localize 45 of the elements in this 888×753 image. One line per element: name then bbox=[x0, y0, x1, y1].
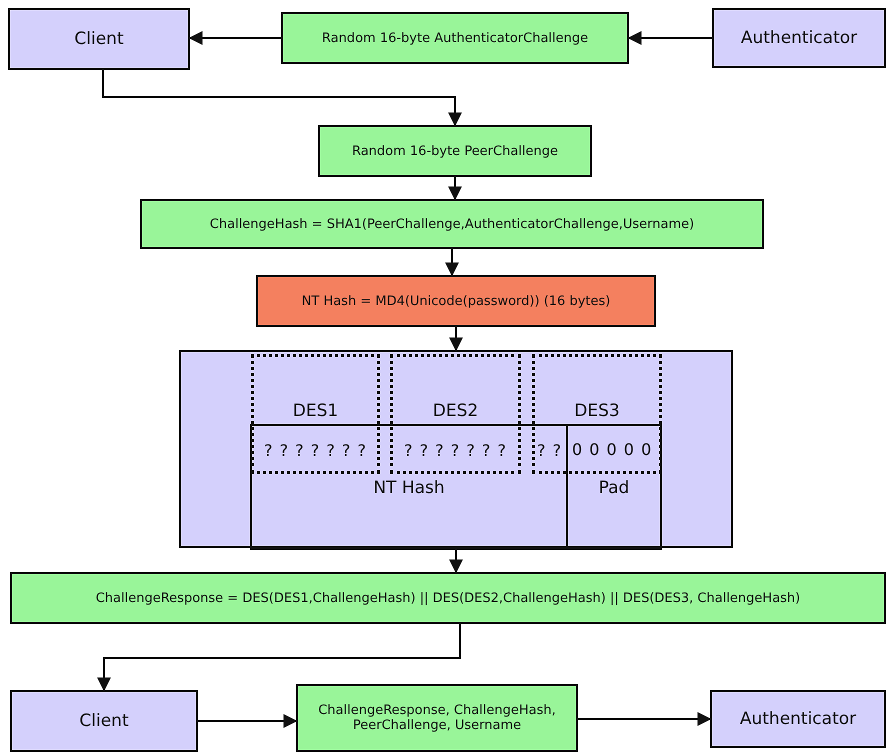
box-label: Authenticator bbox=[740, 28, 858, 48]
box-label: Client bbox=[79, 711, 129, 731]
byte-region-outline bbox=[566, 424, 662, 550]
byte-placeholders: ? ? ? ? ? ? ? bbox=[263, 441, 368, 460]
arrow bbox=[449, 327, 463, 352]
arrow bbox=[198, 714, 298, 728]
segment-label: DES3 bbox=[573, 401, 621, 421]
process-box bbox=[318, 125, 592, 177]
byte-region-outline bbox=[250, 424, 568, 550]
arrow bbox=[628, 31, 712, 45]
segment-label: DES2 bbox=[432, 401, 480, 421]
box-label: Random 16-byte PeerChallenge bbox=[352, 144, 558, 158]
box-label: NT Hash = MD4(Unicode(password)) (16 bytes) bbox=[302, 294, 610, 308]
arrow bbox=[102, 70, 462, 126]
arrow bbox=[448, 177, 462, 200]
region-label: NT Hash bbox=[372, 478, 446, 498]
arrow bbox=[188, 31, 281, 45]
hash-box bbox=[256, 275, 656, 327]
entity-box bbox=[10, 690, 198, 752]
key-segment-outline bbox=[390, 354, 521, 474]
segment-label: DES1 bbox=[292, 401, 340, 421]
box-label: Random 16-byte AuthenticatorChallenge bbox=[322, 30, 588, 46]
box-label: ChallengeHash = SHA1(PeerChallenge,AuthenticatorChallenge,Username) bbox=[210, 216, 694, 232]
process-box bbox=[10, 572, 886, 624]
box-label: Authenticator bbox=[740, 709, 856, 729]
byte-placeholders: ? ? bbox=[537, 441, 562, 460]
process-box bbox=[140, 199, 764, 249]
byte-placeholders: ? ? ? ? ? ? ? bbox=[403, 441, 508, 460]
region-label: Pad bbox=[598, 478, 630, 498]
arrow bbox=[578, 712, 712, 726]
arrow bbox=[97, 624, 461, 692]
pad-bytes: 0 0 0 0 0 bbox=[572, 440, 652, 459]
box-label: Client bbox=[74, 29, 124, 49]
entity-box bbox=[710, 690, 886, 748]
key-segment-outline bbox=[532, 354, 662, 474]
entity-box bbox=[712, 8, 886, 68]
arrow bbox=[449, 548, 463, 574]
arrow bbox=[445, 249, 459, 276]
process-box bbox=[296, 684, 578, 752]
box-label: ChallengeResponse, ChallengeHash, PeerChallenge, Username bbox=[317, 703, 557, 733]
entity-box bbox=[8, 8, 190, 70]
key-layout-panel bbox=[179, 350, 733, 548]
box-label: ChallengeResponse = DES(DES1,ChallengeHash) || DES(DES2,ChallengeHash) || DES(DES3, ChallengeHash) bbox=[96, 590, 800, 606]
key-segment-outline bbox=[251, 354, 380, 474]
process-box bbox=[281, 12, 629, 64]
